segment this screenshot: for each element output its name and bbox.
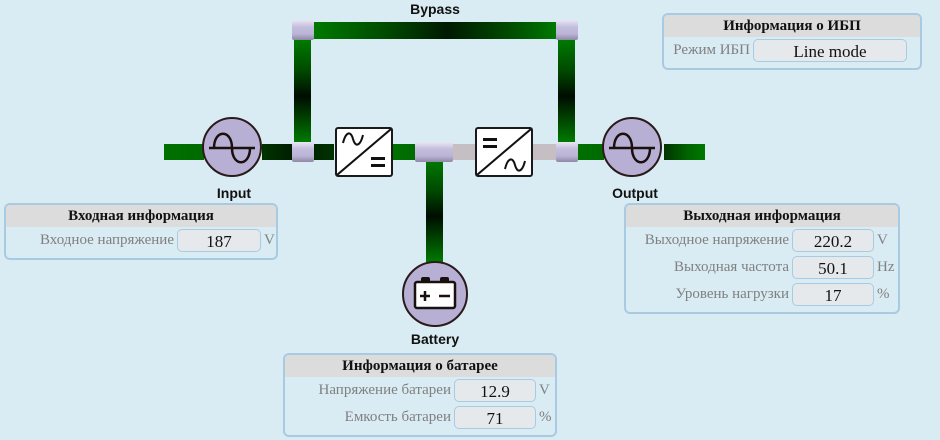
- input-source: [202, 117, 262, 177]
- battery-line: [426, 160, 443, 262]
- battery-voltage-value: 12.9: [454, 379, 536, 402]
- output-voltage-label: Выходное напряжение: [644, 232, 789, 248]
- output-frequency-unit: Hz: [877, 259, 895, 275]
- battery-capacity-unit: %: [539, 409, 552, 425]
- bypass-line-right: [558, 40, 575, 142]
- bypass-node-top-left: [292, 20, 314, 40]
- battery-info-title: Информация о батарее: [285, 355, 555, 377]
- input-voltage-row: Входное напряжение 187 V: [6, 227, 276, 254]
- input-line-in: [164, 144, 204, 160]
- input-label: Input: [216, 185, 252, 201]
- output-voltage-unit: V: [877, 232, 888, 248]
- battery-capacity-label: Емкость батареи: [344, 409, 451, 425]
- battery-voltage-unit: V: [539, 382, 550, 398]
- ups-info-title: Информация о ИБП: [664, 15, 920, 37]
- battery-capacity-value: 71: [454, 406, 536, 429]
- rectifier-line-out: [393, 144, 417, 160]
- load-level-row: Уровень нагрузки 17 %: [626, 281, 898, 308]
- input-info-title: Входная информация: [6, 205, 276, 227]
- output-load: [602, 117, 662, 177]
- output-info-title: Выходная информация: [626, 205, 898, 227]
- battery-capacity-row: Емкость батареи 71 %: [285, 404, 555, 431]
- input-voltage-value: 187: [177, 229, 261, 252]
- output-line-out: [664, 144, 705, 160]
- battery-info-panel: Информация о батарее Напряжение батареи …: [283, 353, 557, 437]
- ups-mode-value: Line mode: [753, 39, 907, 62]
- dc-bus-node: [415, 142, 453, 162]
- output-line-in: [576, 144, 604, 160]
- input-voltage-unit: V: [264, 232, 275, 248]
- battery-unit: [402, 261, 468, 327]
- load-level-value: 17: [792, 283, 874, 306]
- bypass-line-left: [294, 40, 311, 142]
- output-label: Output: [612, 185, 658, 201]
- ac-sine-icon: [209, 132, 255, 164]
- bypass-label: Bypass: [410, 1, 460, 17]
- output-frequency-value: 50.1: [792, 256, 874, 279]
- ac-sine-icon: [609, 132, 655, 164]
- inverter-line-out: [533, 144, 559, 160]
- ups-mode-row: Режим ИБП Line mode: [664, 37, 920, 64]
- output-frequency-row: Выходная частота 50.1 Hz: [626, 254, 898, 281]
- load-level-unit: %: [877, 286, 890, 302]
- output-info-panel: Выходная информация Выходное напряжение …: [624, 203, 900, 314]
- bypass-line-top: [312, 22, 558, 39]
- output-frequency-label: Выходная частота: [674, 259, 789, 275]
- bypass-node-bottom-right: [556, 142, 578, 162]
- load-level-label: Уровень нагрузки: [675, 286, 789, 302]
- ups-mode-label: Режим ИБП: [673, 42, 750, 58]
- bypass-node-top-right: [556, 20, 578, 40]
- ups-info-panel: Информация о ИБП Режим ИБП Line mode: [662, 13, 922, 70]
- output-voltage-row: Выходное напряжение 220.2 V: [626, 227, 898, 254]
- battery-label: Battery: [410, 331, 460, 347]
- battery-voltage-row: Напряжение батареи 12.9 V: [285, 377, 555, 404]
- inverter-block: [475, 127, 533, 177]
- dc-bus-line: [452, 144, 476, 160]
- battery-icon: [413, 277, 457, 310]
- battery-voltage-label: Напряжение батареи: [318, 382, 452, 398]
- input-voltage-label: Входное напряжение: [39, 232, 174, 248]
- input-info-panel: Входная информация Входное напряжение 18…: [4, 203, 278, 260]
- ac-dc-converter-icon: [337, 129, 391, 175]
- rectifier-block: [335, 127, 393, 177]
- output-voltage-value: 220.2: [792, 229, 874, 252]
- bypass-node-bottom-left: [292, 142, 314, 162]
- dc-ac-converter-icon: [477, 129, 531, 175]
